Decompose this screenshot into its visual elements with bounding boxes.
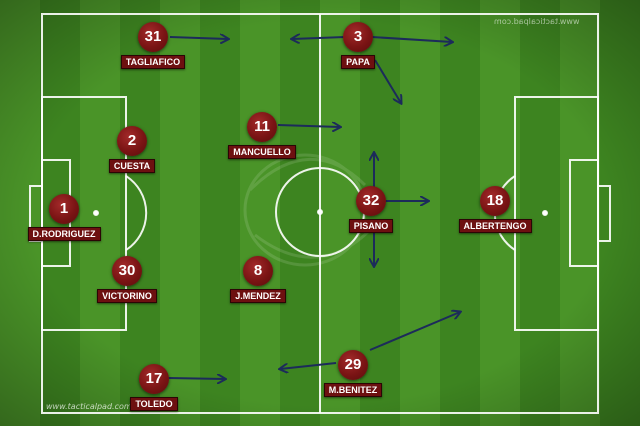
player-name: PISANO [348, 219, 394, 233]
player-drodriguez[interactable]: 1 D.RODRIGUEZ [19, 194, 109, 242]
player-number: 3 [343, 22, 373, 52]
player-number: 29 [338, 350, 368, 380]
player-number: 11 [247, 112, 277, 142]
player-name: J.MENDEZ [230, 289, 286, 303]
arrow-papa-down [374, 59, 401, 103]
player-jmendez[interactable]: 8 J.MENDEZ [213, 256, 303, 304]
player-number: 18 [480, 186, 510, 216]
player-mancuello[interactable]: 11 MANCUELLO [217, 112, 307, 160]
arrow-papa-left [292, 37, 346, 39]
player-name: ALBERTENGO [458, 219, 532, 233]
pitch-lines [29, 13, 611, 414]
left-penalty-arc [125, 175, 148, 251]
player-number: 2 [117, 126, 147, 156]
left-goal [29, 185, 43, 242]
player-tagliafico[interactable]: 31 TAGLIAFICO [108, 22, 198, 70]
player-name: VICTORINO [97, 289, 157, 303]
player-name: TAGLIAFICO [120, 55, 186, 69]
player-pisano[interactable]: 32 PISANO [326, 186, 416, 234]
right-goal [597, 185, 611, 242]
player-victorino[interactable]: 30 VICTORINO [82, 256, 172, 304]
player-name: MANCUELLO [228, 145, 296, 159]
player-papa[interactable]: 3 PAPA [313, 22, 403, 70]
player-mbenitez[interactable]: 29 M.BENITEZ [308, 350, 398, 398]
player-number: 17 [139, 364, 169, 394]
player-name: M.BENITEZ [323, 383, 383, 397]
player-number: 31 [138, 22, 168, 52]
player-albertengo[interactable]: 18 ALBERTENGO [450, 186, 540, 234]
player-cuesta[interactable]: 2 CUESTA [87, 126, 177, 174]
player-toledo[interactable]: 17 TOLEDO [109, 364, 199, 412]
player-name: TOLEDO [130, 397, 178, 411]
player-number: 1 [49, 194, 79, 224]
watermark-bottom: www.tacticalpad.com [46, 402, 132, 411]
player-name: CUESTA [108, 159, 156, 173]
watermark-top: www.tacticalpad.com [494, 17, 580, 26]
arrow-toledo [167, 378, 225, 379]
center-spot [317, 209, 323, 215]
player-name: PAPA [341, 55, 375, 69]
arrow-papa-right [371, 36, 452, 42]
arrow-benitez-left [280, 362, 337, 369]
arrow-mancuello [277, 125, 340, 127]
arrow-benitez-right [369, 312, 460, 351]
arrow-tagliafico [169, 37, 228, 39]
left-penalty-spot [93, 210, 99, 216]
player-number: 32 [356, 186, 386, 216]
right-penalty-spot [542, 210, 548, 216]
player-number: 8 [243, 256, 273, 286]
player-number: 30 [112, 256, 142, 286]
movement-arrows [167, 36, 460, 379]
player-name: D.RODRIGUEZ [27, 227, 101, 241]
